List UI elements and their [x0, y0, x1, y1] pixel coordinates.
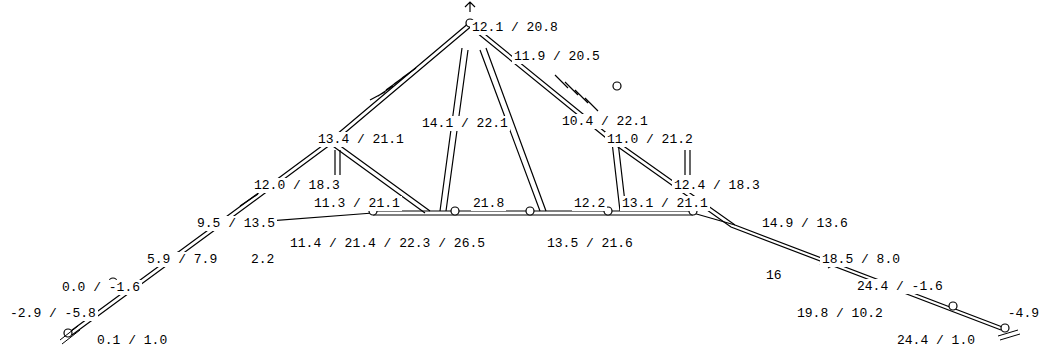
force-label: 24.4 / 1.0 [895, 333, 977, 348]
bottom-chord [215, 213, 735, 225]
force-label: 11.0 / 21.2 [605, 132, 695, 147]
force-label: 2.2 [249, 252, 276, 267]
support [1001, 324, 1009, 332]
bottom-chord [373, 214, 693, 215]
hatch [370, 68, 416, 100]
joint [949, 302, 957, 310]
top-chord-right [470, 22, 1005, 328]
joint [526, 207, 534, 215]
force-label: 0.0 / -1.6 [60, 280, 142, 295]
force-label: 12.4 / 18.3 [672, 178, 762, 193]
force-label: 11.9 / 20.5 [512, 49, 602, 64]
joint [613, 82, 621, 90]
force-label: 0.1 / 1.0 [95, 333, 169, 348]
force-label: 5.9 / 7.9 [145, 252, 219, 267]
force-label: 18.5 / 8.0 [820, 252, 902, 267]
force-label: 14.9 / 13.6 [760, 216, 850, 231]
force-label: 13.5 / 21.6 [545, 236, 635, 251]
force-label: 13.1 / 21.1 [620, 196, 710, 211]
force-label: 11.4 / 21.4 / 22.3 / 26.5 [288, 236, 487, 251]
force-label: 12.2 [572, 196, 607, 211]
force-label: 9.5 / 13.5 [195, 216, 277, 231]
force-label: 16 [764, 268, 784, 283]
force-label: 12.1 / 20.8 [470, 20, 560, 35]
force-label: 10.4 / 22.1 [560, 114, 650, 129]
force-label: -4.9 [1006, 306, 1041, 321]
hatch [555, 75, 598, 111]
force-label: 11.3 / 21.1 [312, 196, 402, 211]
support-symbol [60, 326, 80, 344]
web-member [335, 150, 690, 175]
force-label: 12.0 / 18.3 [252, 178, 342, 193]
force-label: 19.8 / 10.2 [795, 306, 885, 321]
force-label: 13.4 / 21.1 [316, 132, 406, 147]
support-symbol [998, 330, 1020, 340]
top-chord-right [466, 24, 1001, 330]
force-label: 14.1 / 22.1 [420, 116, 510, 131]
force-label: 21.8 [471, 196, 506, 211]
force-label: 24.4 / -1.6 [855, 279, 945, 294]
joint [451, 207, 459, 215]
force-label: -2.9 / -5.8 [8, 306, 98, 321]
